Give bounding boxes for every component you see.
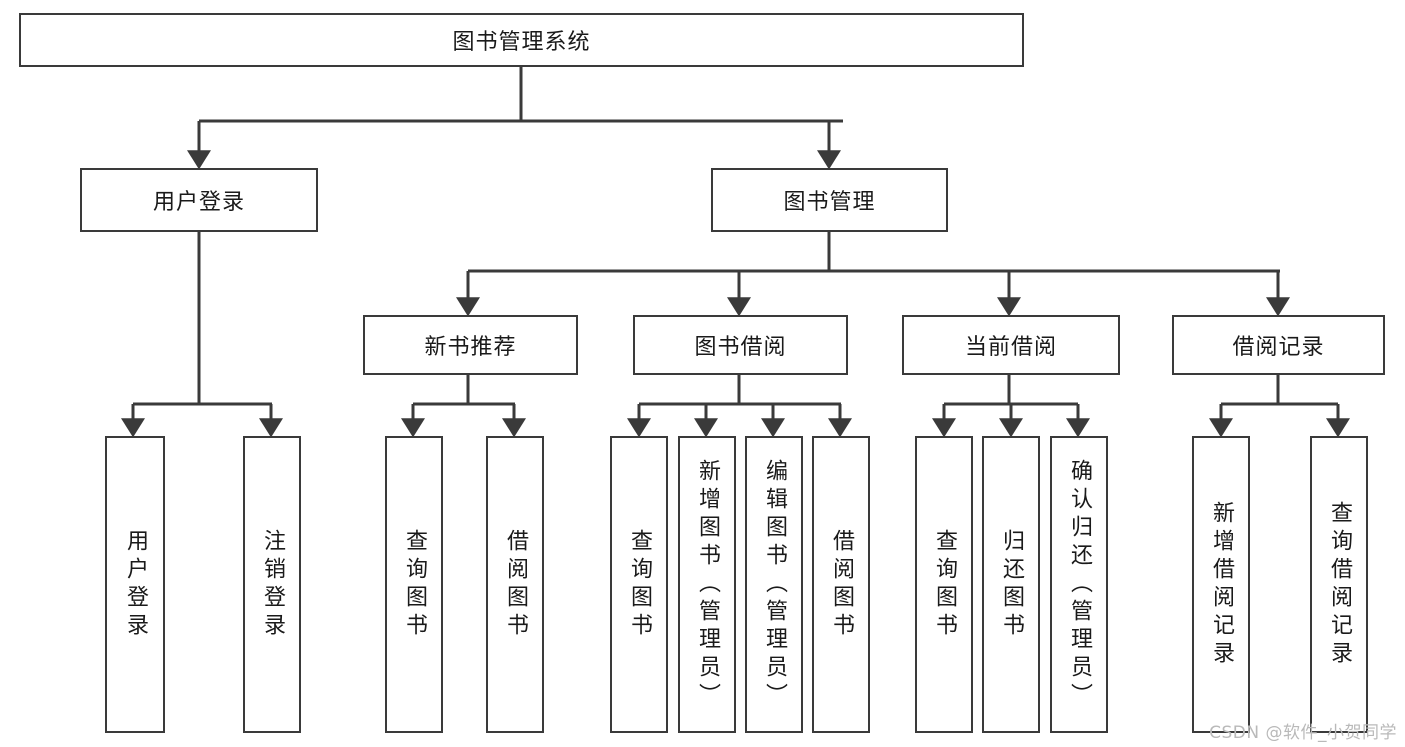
watermark-text: CSDN @软件_小贺同学 — [1209, 723, 1397, 743]
node-label: 确认归还（管理员） — [1067, 458, 1092, 711]
node-label: 查询借阅记录 — [1327, 500, 1352, 669]
node-label: 新书推荐 — [424, 335, 517, 360]
node-new-book-recommend[interactable]: 新书推荐 — [363, 315, 578, 375]
node-book-borrow[interactable]: 图书借阅 — [633, 315, 848, 375]
node-label: 图书借阅 — [694, 335, 787, 360]
node-label: 借阅图书 — [829, 528, 854, 641]
leaf-query-book-recommend[interactable]: 查询图书 — [385, 436, 443, 733]
leaf-user-login[interactable]: 用户登录 — [105, 436, 165, 733]
leaf-return-book[interactable]: 归还图书 — [982, 436, 1040, 733]
node-label: 借阅图书 — [503, 528, 528, 641]
node-label: 新增图书（管理员） — [695, 458, 720, 711]
node-label: 查询图书 — [932, 528, 957, 641]
leaf-confirm-return-admin[interactable]: 确认归还（管理员） — [1050, 436, 1108, 733]
node-label: 新增借阅记录 — [1209, 500, 1234, 669]
node-label: 编辑图书（管理员） — [762, 458, 787, 711]
leaf-query-borrow-record[interactable]: 查询借阅记录 — [1310, 436, 1368, 733]
node-label: 用户登录 — [123, 528, 148, 641]
node-current-borrow[interactable]: 当前借阅 — [902, 315, 1120, 375]
node-label: 当前借阅 — [964, 335, 1057, 360]
node-label: 图书管理系统 — [452, 30, 591, 55]
node-label: 查询图书 — [402, 528, 427, 641]
leaf-borrow-book[interactable]: 借阅图书 — [812, 436, 870, 733]
node-borrow-record[interactable]: 借阅记录 — [1172, 315, 1385, 375]
node-label: 查询图书 — [627, 528, 652, 641]
node-label: 用户登录 — [152, 190, 245, 215]
node-label: 图书管理 — [783, 190, 876, 215]
leaf-query-book-borrow[interactable]: 查询图书 — [610, 436, 668, 733]
leaf-add-borrow-record[interactable]: 新增借阅记录 — [1192, 436, 1250, 733]
leaf-edit-book-admin[interactable]: 编辑图书（管理员） — [745, 436, 803, 733]
leaf-borrow-book-recommend[interactable]: 借阅图书 — [486, 436, 544, 733]
node-root[interactable]: 图书管理系统 — [19, 13, 1024, 67]
leaf-logout-login[interactable]: 注销登录 — [243, 436, 301, 733]
node-label: 借阅记录 — [1232, 335, 1325, 360]
node-label: 注销登录 — [260, 528, 285, 641]
node-label: 归还图书 — [999, 528, 1024, 641]
node-user-login[interactable]: 用户登录 — [80, 168, 318, 232]
node-book-management[interactable]: 图书管理 — [711, 168, 948, 232]
leaf-query-book-current[interactable]: 查询图书 — [915, 436, 973, 733]
leaf-add-book-admin[interactable]: 新增图书（管理员） — [678, 436, 736, 733]
